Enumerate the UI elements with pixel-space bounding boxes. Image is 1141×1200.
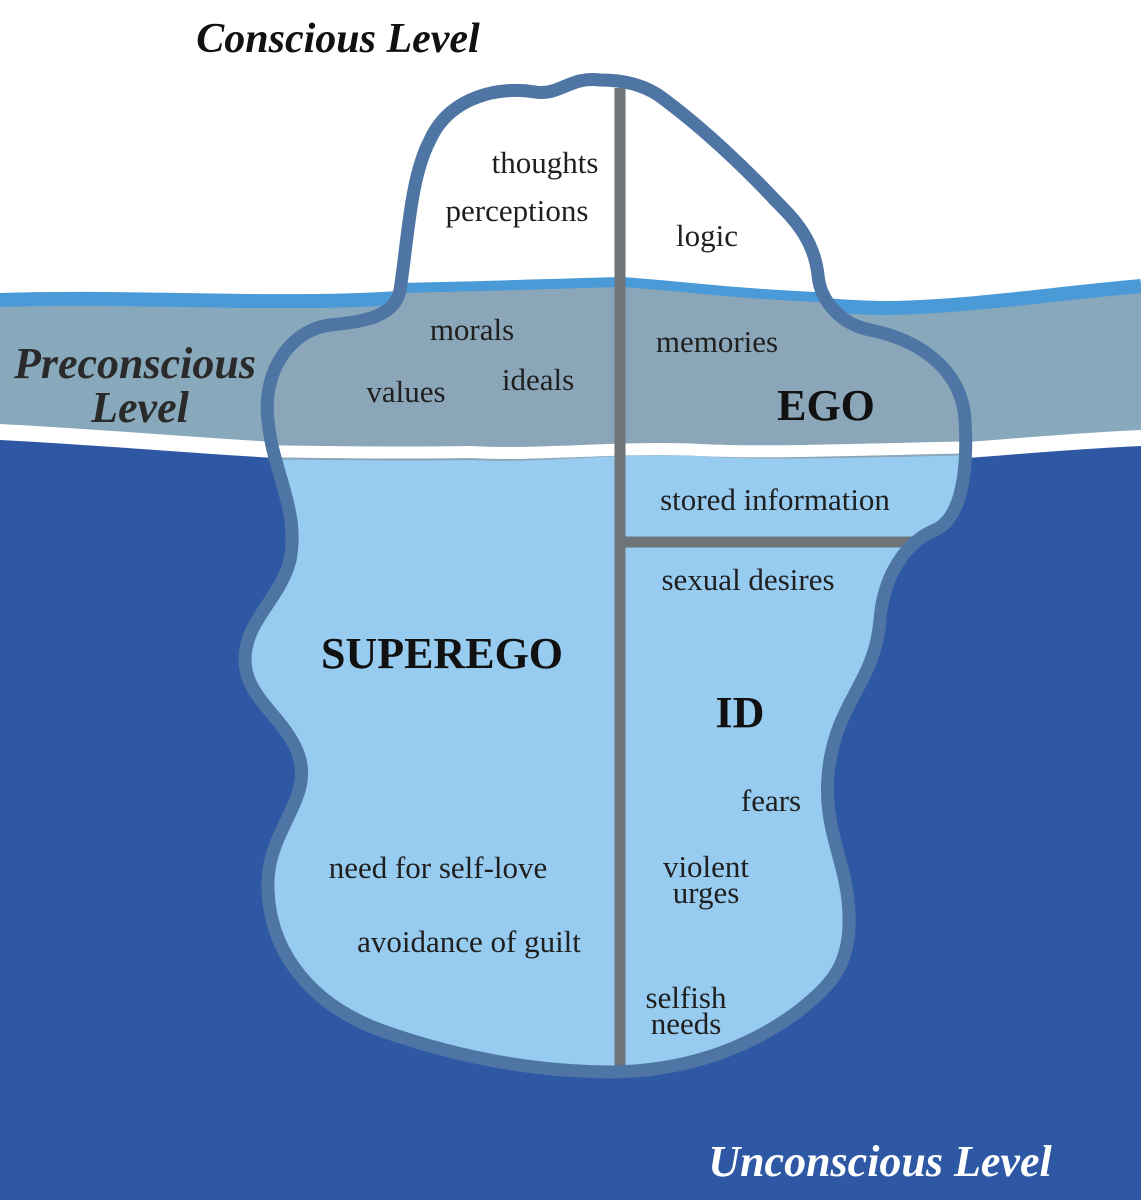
unconscious-level-label: Unconscious Level [708,1137,1052,1186]
preconscious-level-label-line2: Level [90,383,189,432]
ego-label: EGO [777,381,875,430]
label-values: values [366,374,445,409]
label-thoughts: thoughts [492,145,599,180]
preconscious-level-label-line1: Preconscious [13,339,256,388]
label-violent-urges-line1: violent [663,849,749,884]
label-avoidance-of-guilt: avoidance of guilt [357,924,581,959]
label-sexual-desires: sexual desires [661,562,834,597]
label-memories: memories [656,324,778,359]
label-logic: logic [676,218,738,253]
iceberg-outline [238,72,973,1079]
superego-label: SUPEREGO [321,629,563,678]
label-perceptions: perceptions [446,193,589,228]
id-label: ID [716,688,765,737]
label-violent-urges-line2: urges [673,875,740,910]
label-selfish-needs-line1: selfish [646,980,727,1015]
label-selfish-needs-line2: needs [651,1006,722,1041]
label-stored-information: stored information [660,482,890,517]
label-fears: fears [741,783,801,818]
label-need-for-self-love: need for self-love [329,850,548,885]
label-ideals: ideals [502,362,574,397]
conscious-level-label: Conscious Level [196,16,480,62]
label-morals: morals [430,312,514,347]
